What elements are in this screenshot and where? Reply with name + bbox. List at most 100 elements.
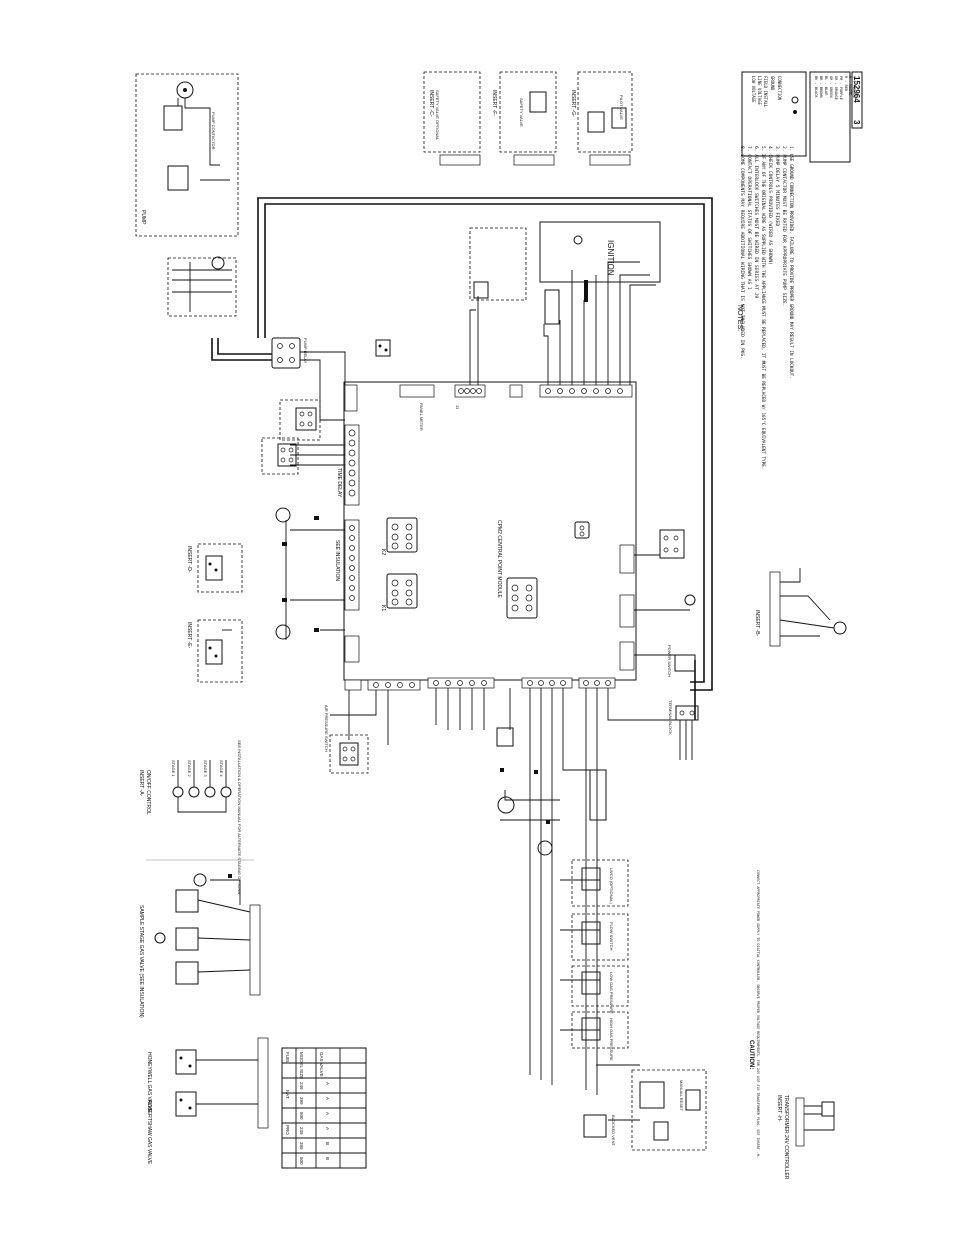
legend-blue: BL - BLUE	[824, 76, 828, 95]
insert-f-label: INSERT -F-	[491, 90, 497, 116]
power-switch-label: POWER SWITCH	[667, 645, 672, 677]
insert-c-label: INSERT -C-	[428, 90, 434, 117]
air-pressure-switch: AIR PRESSURE SWITCH	[324, 705, 369, 774]
insert-d-label: INSERT -D-	[186, 546, 192, 573]
ignition-label: IGNITION	[606, 240, 615, 276]
insert-onoff-label: INSERT -A-	[138, 770, 144, 797]
fuel-table: FUEL MODEL SIZE GAS VALVE NAT PRO 249 39…	[281, 1047, 367, 1169]
caution-label: CAUTION:	[748, 1040, 754, 1069]
legend-white: W - WHITE	[848, 76, 852, 95]
stage-4-label: STAGE 4	[219, 760, 224, 777]
insert-onoff-control: INSERT -A- ON/OFF CONTROL STAGE 1 STAGE …	[138, 740, 242, 894]
gas-sensor	[537, 840, 553, 856]
lwco-frame	[571, 859, 629, 907]
terminal-block-label: TERMINAL BLOCK	[668, 700, 673, 735]
low-gas-label: LOW GAS PRESSURE	[609, 972, 614, 1014]
legend-low-voltage: LOW VOLTAGE	[751, 76, 756, 103]
table-model-1: 249	[299, 1082, 304, 1090]
see-installation-note: SEE INSTALLATION & OPERATION MANUAL FOR …	[237, 740, 242, 894]
blocked-vent-switch	[496, 727, 514, 747]
legend-purple: PR - PURPLE	[839, 76, 843, 100]
table-valve-1: A	[325, 1082, 330, 1085]
insert-motor-right: INSERT -B-	[754, 568, 847, 647]
ignition-module: IGNITION	[539, 221, 661, 325]
see-insulation-label: SEE INSULATION	[334, 540, 340, 581]
central-board: CPM2 CENTRAL POINT MODULE SEE INSULATION…	[334, 381, 637, 691]
connector-j7	[344, 635, 360, 663]
note-6: 6. ALL INTERLOCK SWITCHES MUST BE WIRED …	[753, 146, 759, 298]
legend-ground: GROUND	[770, 76, 775, 91]
pump-relay: PUMP RELAY	[271, 337, 308, 369]
legend-yellow: Y - YELLOW	[852, 76, 856, 98]
connector-flame	[509, 384, 523, 398]
legend-black: BK - BLACK	[814, 76, 818, 98]
stage-1-label: STAGE 1	[171, 760, 176, 777]
insert-safety-valve: INSERT -F- SAFETY VALVE	[491, 71, 557, 166]
pump-contactor-box	[163, 105, 183, 131]
caution-text: CONNECT APPROPRIATE POWER SUPPLY TO DIGI…	[756, 870, 760, 1158]
legend-line-voltage: LINE VOLTAGE	[757, 76, 762, 105]
pump-title: PUMP	[140, 210, 146, 225]
note-3: 3. PUMP DELAY 5 MINUTES FIXED	[774, 146, 780, 226]
blocked-vent-box	[583, 1114, 607, 1138]
note-2: 2. PUMP CONTACTOR MUST BE RATED FOR APPR…	[781, 146, 787, 306]
lwco-label: LWCO (OPTIONAL)	[609, 868, 614, 904]
relay-k2: K2	[380, 517, 418, 555]
legend-red: R - RED	[844, 76, 848, 91]
connector-ignition	[539, 384, 633, 398]
connector-interlock	[578, 677, 616, 689]
legend-block: LOW VOLTAGE LINE VOLTAGE FIELD INSTALL G…	[741, 71, 863, 163]
legend-connection: CONNECTION	[777, 76, 782, 101]
safety-valve-label: SAFETY VALVE	[519, 98, 524, 127]
insert-transformer: INSERT -H- TRANSFORMER 24V CONTROLLER	[776, 1095, 835, 1180]
manual-reset-frame	[631, 1069, 707, 1151]
pilot-valve-label: PILOT VALVE	[619, 95, 624, 120]
table-model-5: 399	[299, 1142, 304, 1150]
high-gas-label: HIGH GAS PRESSURE	[609, 1018, 614, 1061]
relay-k1: K1	[380, 573, 418, 611]
flame-relay	[469, 227, 527, 301]
table-fuel-nat: NAT	[285, 1090, 290, 1099]
robertshaw-label: ROBERTSHAW GAS VALVE	[146, 1100, 152, 1165]
flow-switch-frame	[571, 913, 629, 961]
doc-revision: 3	[852, 120, 861, 125]
pump-contactor-label: PUMP CONTACTOR	[211, 112, 216, 150]
table-model-3: 500	[299, 1112, 304, 1120]
table-valve-4: A	[325, 1127, 330, 1130]
safety-valve-optional-label: SAFETY VALVE OPTIONAL	[435, 90, 440, 141]
legend-orange: OR - ORANGE	[834, 76, 838, 100]
signal-wiring	[285, 261, 690, 1121]
insert-h-label: INSERT -H-	[776, 1095, 782, 1122]
connector-j12	[619, 544, 635, 574]
pump-relay-label: PUMP RELAY	[303, 338, 308, 364]
connector-time-delay	[344, 424, 360, 506]
insert-pump: PUMP PUMP CONTACTOR	[135, 73, 239, 237]
stage-terminal-strip	[249, 904, 261, 996]
time-delay-label: TIME DELAY	[336, 468, 342, 498]
table-header-fuel: FUEL	[285, 1052, 290, 1064]
ground-symbol	[791, 96, 799, 104]
interlock-devices: LWCO (OPTIONAL) FLOW SWITCH LOW GAS PRES…	[496, 727, 707, 1151]
time-delay-relay-1	[279, 399, 321, 441]
stage-3-label: STAGE 3	[203, 760, 208, 777]
legend-green: GR - GREEN	[829, 76, 833, 98]
panel-meter-label: PANEL METER	[419, 403, 424, 431]
transformer-label: TRANSFORMER 24V CONTROLLER	[783, 1095, 789, 1180]
connector-control	[619, 641, 635, 671]
terminal-block: TERMINAL BLOCK	[668, 700, 699, 760]
insert-junction	[167, 256, 237, 317]
insert-d: INSERT -D-	[186, 543, 243, 593]
notes-heading: NOTES:	[736, 305, 743, 331]
insert-g-label: INSERT -G-	[570, 90, 576, 117]
time-delay-relay-2	[261, 437, 299, 475]
pump-insert-frame	[135, 73, 239, 237]
power-switch: POWER SWITCH	[667, 645, 696, 677]
note-1: 1. USE GROUND CONNECTION PROVIDED. FAILU…	[788, 146, 794, 379]
relay-k3	[506, 577, 538, 619]
transformer-circle	[659, 529, 696, 606]
doc-number: 152964	[852, 76, 861, 103]
connector-stages	[427, 677, 495, 689]
insert-e: INSERT -E-	[186, 619, 243, 683]
